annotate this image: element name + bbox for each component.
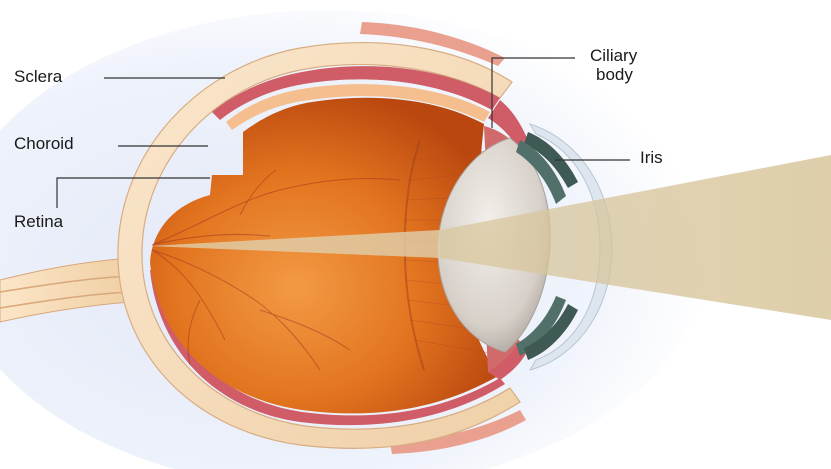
iris-label: Iris xyxy=(640,149,663,167)
choroid-label: Choroid xyxy=(14,135,74,153)
ciliary-body-label-line2: body xyxy=(590,65,637,84)
sclera-label: Sclera xyxy=(14,68,62,86)
retina-label: Retina xyxy=(14,213,63,231)
ciliary-body-label: Ciliary body xyxy=(590,46,637,84)
ciliary-body-label-line1: Ciliary xyxy=(590,46,637,65)
